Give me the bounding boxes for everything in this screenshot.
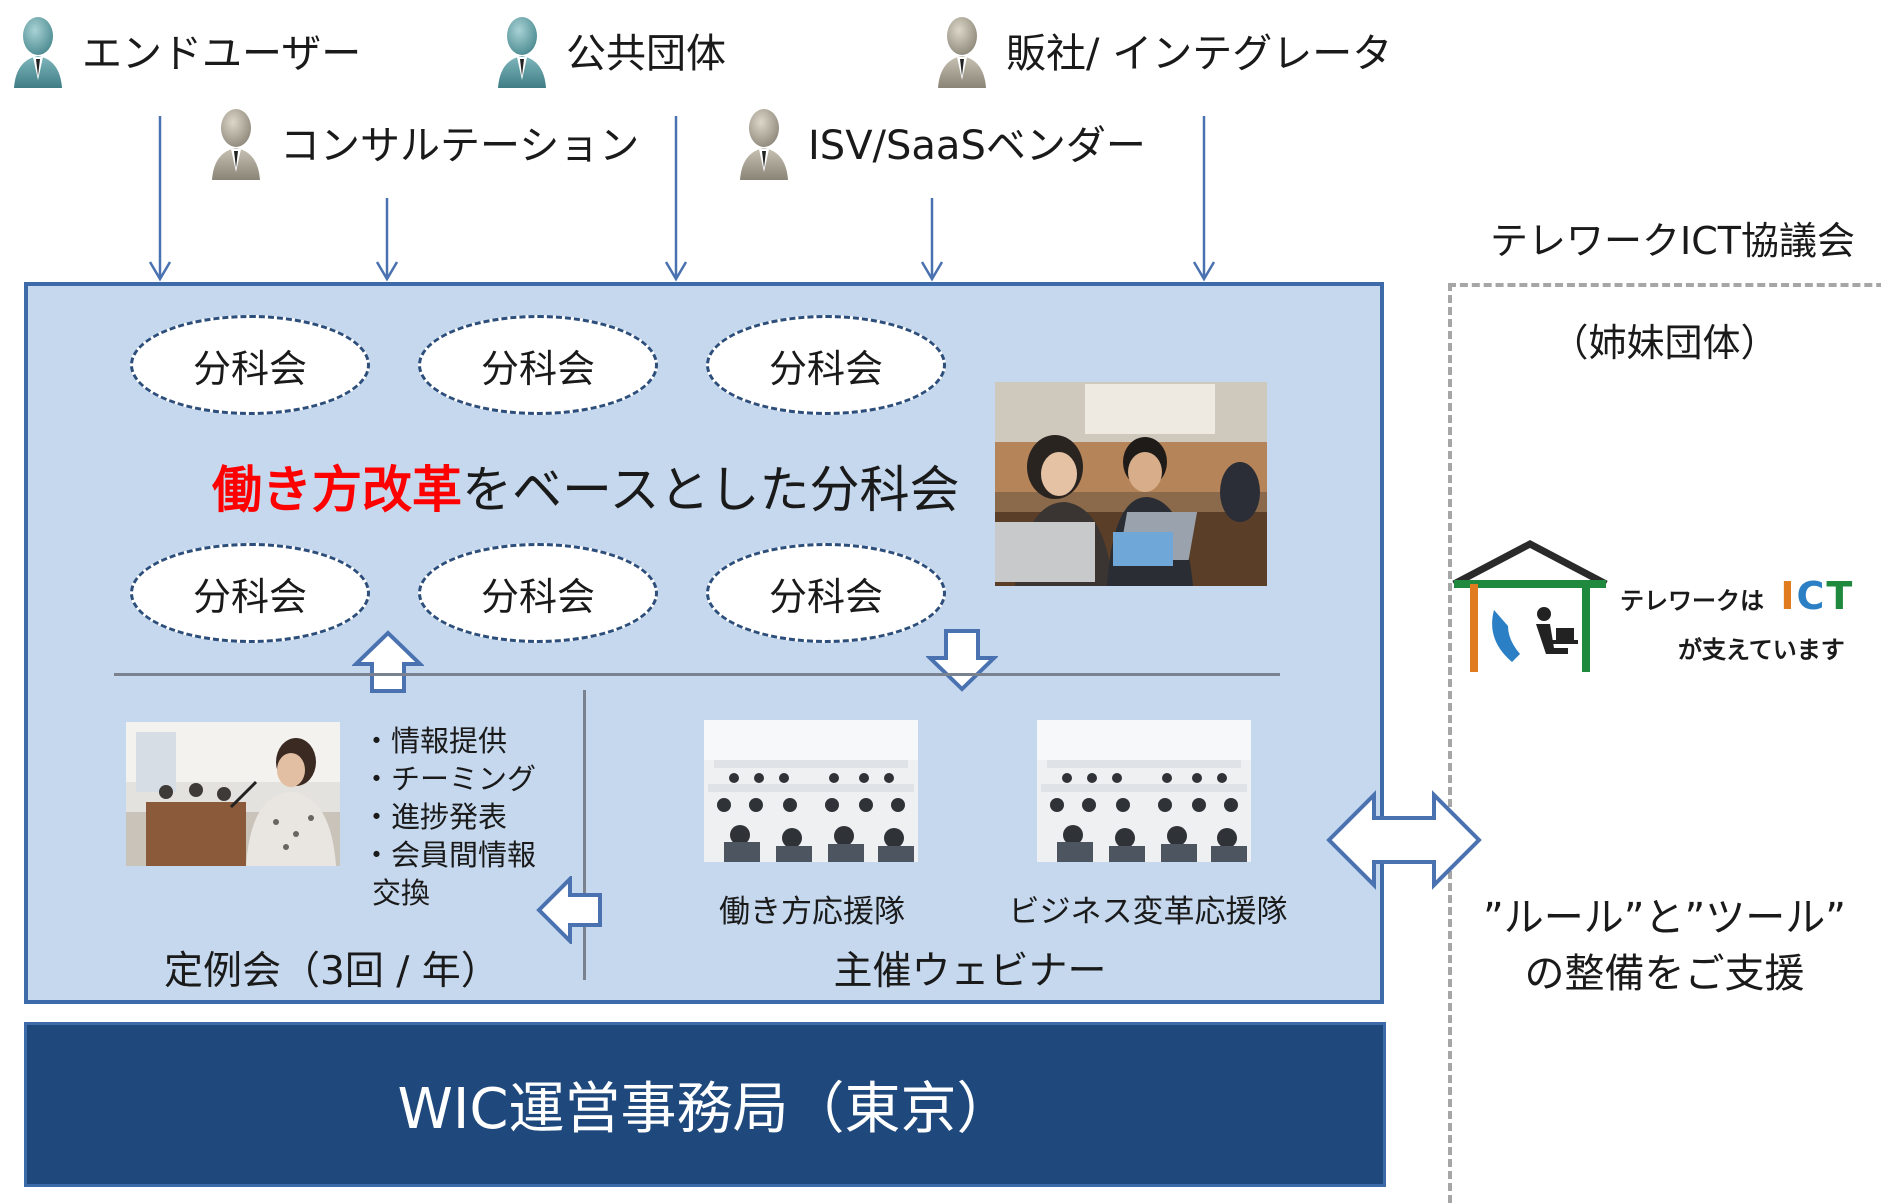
- horizontal-divider: [114, 673, 1280, 676]
- bullet-item: 交換: [372, 876, 431, 910]
- logo-ict-glyph: C: [1796, 574, 1827, 618]
- person-icon: [938, 17, 986, 88]
- arrow-head: [1192, 261, 1216, 282]
- up-arrow-icon: [352, 630, 424, 693]
- seminar-photo: [704, 720, 918, 862]
- subcommittee-ellipse: 分科会: [418, 543, 658, 643]
- secretariat-bar: WIC運営事務局（東京）: [24, 1022, 1386, 1187]
- person-icon: [14, 17, 62, 88]
- logo-text-line2: が支えています: [1678, 636, 1845, 664]
- support-line: ”ルール”と”ツール”: [1483, 895, 1846, 941]
- down-arrow-icon: [926, 629, 998, 692]
- person-icon: [498, 17, 546, 88]
- arrow-head: [375, 261, 399, 282]
- regular-meeting-label: 定例会（3回 / 年）: [164, 949, 500, 994]
- sister-subtitle: （姉妹団体）: [1550, 321, 1779, 365]
- subcommittee-ellipse: 分科会: [706, 315, 946, 415]
- vertical-divider: [583, 690, 586, 980]
- house-icon: [1452, 540, 1608, 672]
- stakeholder-public-org: 公共団体: [492, 10, 726, 90]
- meeting-bullets: ・情報提供 ・チーミング ・進捗発表 ・会員間情報 交換: [362, 722, 536, 912]
- stakeholder-label: コンサルテーション: [280, 123, 640, 169]
- subcommittee-ellipse: 分科会: [130, 315, 370, 415]
- sister-title: テレワークICT協議会: [1490, 219, 1855, 263]
- subcommittee-ellipse: 分科会: [706, 543, 946, 643]
- stakeholder-integrator: 販社/ インテグレータ: [932, 10, 1392, 90]
- meeting-photo: [995, 382, 1267, 586]
- bullet-item: ・進捗発表: [362, 800, 508, 834]
- headline-emphasis: 働き方改革: [212, 461, 462, 519]
- logo-ict-glyph: I: [1780, 574, 1797, 618]
- team-label: ビジネス変革応援隊: [1008, 894, 1288, 930]
- sister-support-text: ”ルール”と”ツール” の整備をご支援: [1448, 890, 1881, 1002]
- double-arrow-icon: [1326, 790, 1482, 890]
- bullet-item: ・情報提供: [362, 724, 508, 758]
- arrow-head: [664, 261, 688, 282]
- sister-org-box: [1448, 283, 1881, 1203]
- subcommittee-ellipse: 分科会: [418, 315, 658, 415]
- headline-rest: をベースとした分科会: [462, 461, 960, 519]
- stakeholder-label: ISV/SaaSベンダー: [808, 123, 1146, 169]
- bullet-item: ・会員間情報: [362, 838, 537, 872]
- logo-text-line1: テレワークは ICT: [1620, 574, 1855, 618]
- team-label: 働き方応援隊: [719, 894, 905, 930]
- person-icon: [740, 109, 788, 180]
- headline: 働き方改革をベースとした分科会: [212, 450, 960, 522]
- stakeholder-isv-saas: ISV/SaaSベンダー: [734, 102, 1146, 182]
- bullet-item: ・チーミング: [362, 762, 537, 796]
- stakeholder-label: 公共団体: [566, 31, 726, 77]
- left-arrow-icon: [536, 876, 602, 944]
- presentation-photo: [126, 722, 340, 866]
- seminar-photo: [1037, 720, 1251, 862]
- stakeholder-end-user: エンドユーザー: [8, 10, 361, 90]
- arrow-head: [920, 261, 944, 282]
- stakeholder-arrows: [148, 116, 1216, 282]
- arrow-head: [148, 261, 172, 282]
- stakeholder-label: エンドユーザー: [82, 31, 362, 77]
- logo-ict: ICT: [1780, 574, 1854, 618]
- webinar-label: 主催ウェビナー: [833, 949, 1107, 994]
- stakeholder-consultation: コンサルテーション: [206, 102, 639, 182]
- stakeholder-label: 販社/ インテグレータ: [1006, 31, 1393, 77]
- subcommittee-ellipse: 分科会: [130, 543, 370, 643]
- telework-logo: テレワークは ICT が支えています: [1450, 540, 1880, 680]
- secretariat-label: WIC運営事務局（東京）: [397, 1077, 1013, 1142]
- logo-ict-glyph: T: [1826, 574, 1855, 618]
- person-icon: [212, 109, 260, 180]
- support-line: の整備をご支援: [1524, 951, 1805, 997]
